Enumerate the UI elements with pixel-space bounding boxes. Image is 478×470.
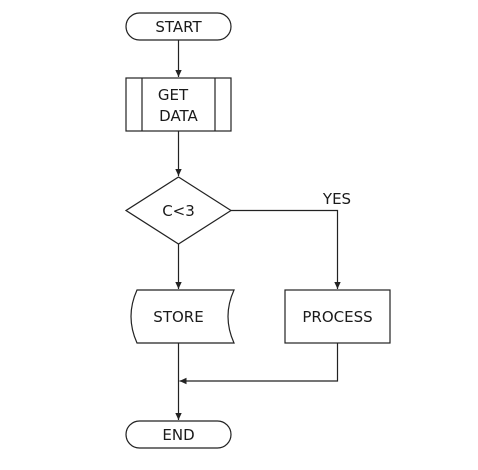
- get-data-label-line1: GET: [158, 86, 189, 104]
- yes-branch-label: YES: [322, 190, 351, 208]
- store-node: STORE: [130, 289, 235, 344]
- start-label: START: [155, 18, 202, 36]
- start-node: START: [125, 12, 232, 41]
- store-stored-data-shape: [130, 289, 235, 344]
- get-data-process-shape: [125, 77, 232, 132]
- get-data-label-line2: DATA: [159, 107, 198, 125]
- end-node: END: [125, 420, 232, 449]
- decision-node: C<3: [124, 176, 233, 245]
- process-node: PROCESS: [284, 289, 391, 344]
- get-data-node: GET DATA: [125, 77, 232, 132]
- edge-process-to-merge: [179, 343, 339, 385]
- process-label: PROCESS: [302, 308, 372, 326]
- decision-label: C<3: [162, 202, 195, 220]
- store-label: STORE: [153, 308, 203, 326]
- edge-decision-to-process-yes: [231, 209, 341, 289]
- end-label: END: [162, 426, 194, 444]
- end-terminator-shape: [125, 420, 232, 449]
